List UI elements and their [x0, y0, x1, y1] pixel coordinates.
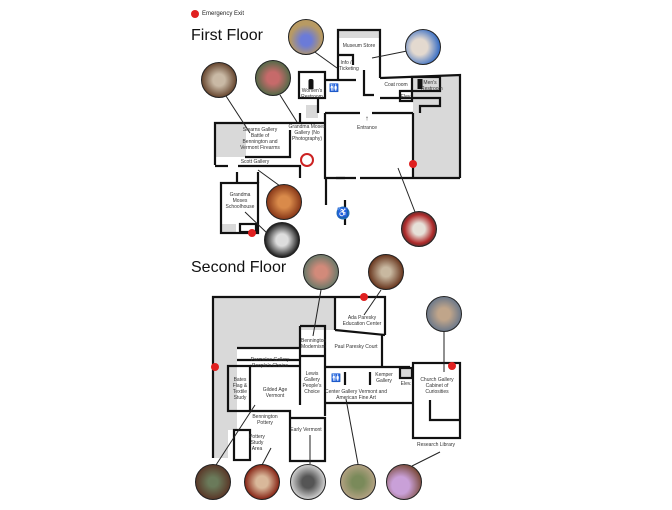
room-bates-flag-textile: Bates Flag & Textile Study [232, 377, 248, 401]
room-church-gallery: Church Gallery Cabinet of Curiosities [420, 377, 454, 395]
photo-thumbnail[interactable] [201, 62, 237, 98]
emergency-exit-marker [409, 160, 417, 168]
room-mens-restroom: Men's Restroom [421, 80, 443, 92]
room-womens-restroom: Women's Restroom [301, 88, 323, 100]
room-gilded-age: Gilded Age Vermont [262, 387, 288, 399]
entrance-arrow-icon: ↑ [365, 115, 369, 123]
room-lewis-gallery: Lewis Gallery People's Choice [302, 371, 322, 395]
womens-restroom-icon [308, 79, 314, 89]
no-photography-icon [300, 153, 314, 167]
elevator-second-floor: Elev. [400, 381, 412, 387]
room-museum-store: Museum Store [342, 43, 376, 49]
photo-thumbnail[interactable] [290, 464, 326, 500]
photo-thumbnail[interactable] [303, 254, 339, 290]
second-floor-title: Second Floor [191, 259, 287, 276]
first-floor-walls [213, 28, 462, 235]
photo-thumbnail[interactable] [264, 222, 300, 258]
emergency-exit-marker [248, 229, 256, 237]
emergency-exit-icon [191, 10, 199, 18]
photo-thumbnail[interactable] [244, 464, 280, 500]
photo-thumbnail[interactable] [288, 19, 324, 55]
mens-restroom-icon [417, 79, 423, 89]
emergency-exit-marker [360, 293, 368, 301]
first-floor-title: First Floor [191, 27, 263, 44]
room-info: Info / Ticketing [339, 60, 359, 72]
photo-thumbnail[interactable] [386, 464, 422, 500]
second-floor-walls [211, 295, 462, 463]
emergency-exit-marker [211, 363, 219, 371]
room-bennington-pottery: Bennington Pottery [252, 414, 278, 426]
photo-thumbnail[interactable] [195, 464, 231, 500]
photo-thumbnail[interactable] [405, 29, 441, 65]
leader-lines [215, 49, 445, 467]
room-parmelee-gallery: Parmelee Gallery People's Choice [250, 357, 290, 369]
photo-thumbnail[interactable] [340, 464, 376, 500]
room-scott-gallery: Scott Gallery [240, 159, 270, 165]
room-ada-paresky: Ada Paresky Education Center [342, 315, 382, 327]
room-research-library: Research Library [416, 442, 456, 448]
photo-thumbnail[interactable] [266, 184, 302, 220]
room-bennington-modernism: Bennington Modernism [301, 338, 327, 350]
room-entrance: Entrance [356, 125, 378, 131]
legend: Emergency Exit [191, 10, 244, 18]
photo-thumbnail[interactable] [426, 296, 462, 332]
restroom-icon: 🚻 [331, 373, 341, 383]
room-early-vermont: Early Vermont [290, 427, 322, 433]
elevator-first-floor: Elev. [400, 94, 412, 100]
room-coat-room: Coat room [384, 82, 408, 88]
room-stearns-gallery: Stearns Gallery Battle of Bennington and… [240, 127, 280, 151]
emergency-exit-marker [448, 362, 456, 370]
room-kemper-gallery: Kemper Gallery [375, 372, 393, 384]
photo-thumbnail[interactable] [368, 254, 404, 290]
legend-label: Emergency Exit [202, 11, 245, 17]
restroom-icon: 🚻 [329, 83, 339, 93]
photo-thumbnail[interactable] [401, 211, 437, 247]
room-schoolhouse: Grandma Moses Schoolhouse [225, 192, 255, 210]
accessible-entrance-icon: ♿ [336, 206, 350, 220]
photo-thumbnail[interactable] [255, 60, 291, 96]
room-grandma-moses-gallery: Grandma Moses Gallery (No Photography) [288, 124, 326, 142]
room-paul-paresky-court: Paul Paresky Court [334, 344, 378, 350]
room-pottery-study: Pottery Study Area [249, 434, 265, 452]
room-center-gallery: Center Gallery Vermont and American Fine… [325, 389, 387, 401]
